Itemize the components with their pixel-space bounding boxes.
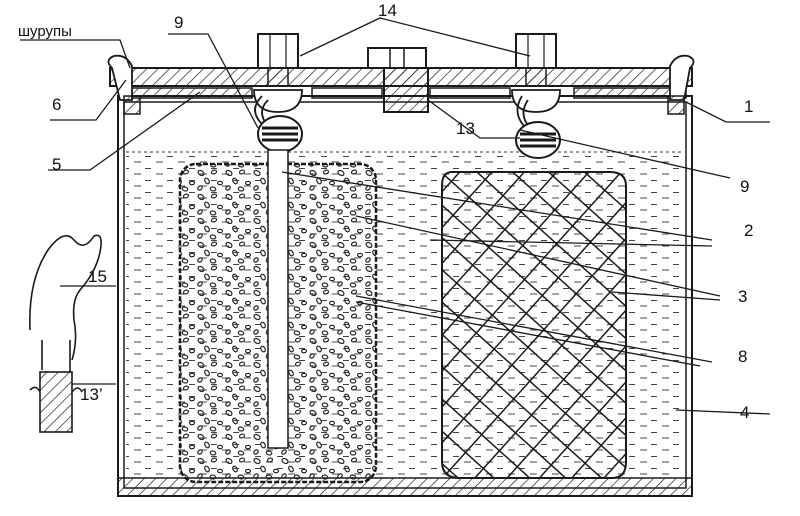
- label-4: 4: [740, 403, 749, 422]
- label-15: 15: [88, 267, 107, 286]
- right-electrode: [441, 171, 627, 479]
- detail-inset: [29, 234, 102, 433]
- wire-coil-left: [257, 115, 303, 153]
- leader-lines: [20, 17, 771, 415]
- label-13-prime: 13’: [80, 385, 103, 404]
- label-8: 8: [738, 347, 747, 366]
- label-5: 5: [52, 155, 61, 174]
- label-9-right: 9: [740, 177, 749, 196]
- filler-plug: [367, 47, 429, 113]
- label-3: 3: [738, 287, 747, 306]
- label-9-top: 9: [174, 13, 183, 32]
- label-14: 14: [378, 1, 397, 20]
- label-1: 1: [744, 97, 753, 116]
- left-electrode: [178, 149, 378, 484]
- label-13: 13: [456, 119, 475, 138]
- terminal-bolt-left: [253, 33, 303, 113]
- label-screws: шурупы: [18, 23, 72, 40]
- wire-coil-right: [515, 121, 561, 159]
- label-6: 6: [52, 95, 61, 114]
- label-2: 2: [744, 221, 753, 240]
